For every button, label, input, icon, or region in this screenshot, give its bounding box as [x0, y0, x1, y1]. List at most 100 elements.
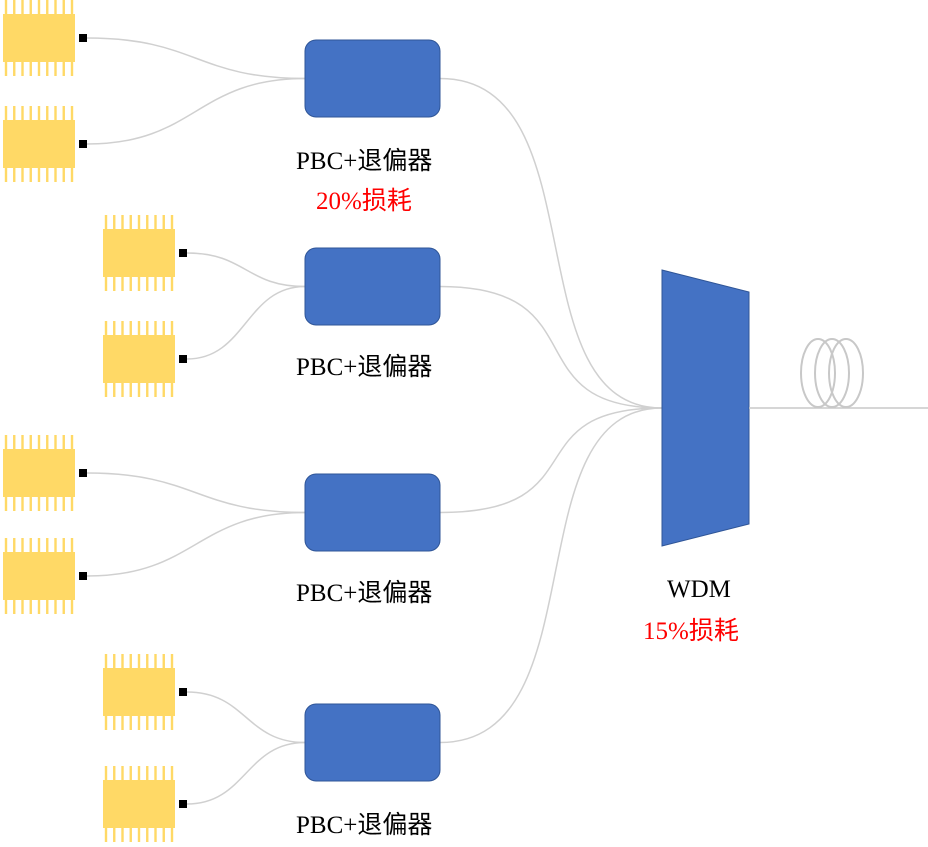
- laser-pin: [13, 60, 16, 76]
- laser-pin: [46, 598, 49, 614]
- laser-pin: [37, 60, 41, 76]
- laser-pin: [70, 435, 74, 451]
- laser-pin: [54, 598, 57, 614]
- laser-pin: [13, 106, 16, 122]
- fiber-line: [186, 252, 306, 288]
- fiber-line: [86, 37, 306, 80]
- laser-pin: [162, 826, 165, 842]
- laser-pin: [46, 166, 49, 182]
- pbc-label-3: PBC+退偏器: [296, 580, 433, 607]
- laser-pin: [170, 321, 174, 337]
- laser-pin: [154, 766, 157, 782]
- fiber-coil-icon: [800, 338, 864, 408]
- laser-pin: [4, 60, 8, 76]
- laser-pin: [137, 826, 141, 842]
- laser-pin: [162, 714, 165, 730]
- laser-pin: [4, 598, 8, 614]
- laser-pin: [104, 275, 108, 291]
- laser-pin: [129, 654, 132, 670]
- laser-pin: [170, 766, 174, 782]
- laser-pin: [46, 495, 49, 511]
- laser-pin: [54, 166, 57, 182]
- laser-pin: [37, 495, 41, 511]
- laser-pin: [137, 654, 141, 670]
- laser-connector: [79, 140, 87, 148]
- laser-pin: [54, 0, 57, 16]
- laser-chip-icon: [103, 766, 187, 842]
- laser-body: [103, 229, 175, 277]
- laser-pin: [162, 381, 165, 397]
- laser-pin: [62, 0, 65, 16]
- laser-pin: [162, 654, 165, 670]
- laser-pin: [104, 714, 108, 730]
- laser-pin: [29, 0, 32, 16]
- laser-pin: [162, 766, 165, 782]
- laser-pin: [21, 60, 24, 76]
- laser-pin: [129, 215, 132, 231]
- laser-body: [3, 120, 75, 168]
- laser-pin: [146, 766, 149, 782]
- laser-pin: [104, 321, 108, 337]
- laser-pin: [54, 435, 57, 451]
- laser-body: [103, 668, 175, 716]
- laser-pin: [129, 321, 132, 337]
- laser-pin: [129, 766, 132, 782]
- laser-pin: [146, 275, 149, 291]
- laser-body: [103, 335, 175, 383]
- laser-pin: [146, 381, 149, 397]
- laser-pin: [154, 275, 157, 291]
- laser-pin: [137, 321, 141, 337]
- laser-pin: [121, 275, 124, 291]
- wdm-loss-label: 15%损耗: [643, 618, 739, 645]
- laser-pin: [37, 106, 41, 122]
- laser-body: [3, 449, 75, 497]
- laser-pin: [54, 106, 57, 122]
- pbc-box: [304, 703, 441, 782]
- laser-chip-icon: [3, 106, 87, 182]
- pbc-box: [304, 247, 441, 326]
- laser-pin: [21, 166, 24, 182]
- laser-connector: [79, 469, 87, 477]
- fiber-line: [186, 741, 306, 805]
- laser-pin: [21, 0, 24, 16]
- laser-pin: [70, 166, 74, 182]
- laser-pin: [146, 321, 149, 337]
- laser-pin: [37, 538, 41, 554]
- laser-pin: [29, 106, 32, 122]
- laser-pin: [170, 654, 174, 670]
- laser-pin: [13, 538, 16, 554]
- laser-connector: [179, 355, 187, 363]
- laser-pin: [46, 0, 49, 16]
- laser-pin: [62, 598, 65, 614]
- laser-pin: [129, 826, 132, 842]
- laser-pin: [113, 381, 116, 397]
- laser-pin: [137, 275, 141, 291]
- laser-pin: [13, 0, 16, 16]
- laser-pin: [54, 60, 57, 76]
- laser-pin: [113, 826, 116, 842]
- laser-pin: [162, 321, 165, 337]
- laser-pin: [62, 60, 65, 76]
- laser-pin: [121, 381, 124, 397]
- laser-pin: [46, 538, 49, 554]
- laser-pin: [146, 826, 149, 842]
- laser-pin: [70, 538, 74, 554]
- laser-pin: [137, 215, 141, 231]
- laser-pin: [13, 435, 16, 451]
- laser-chip-icon: [103, 654, 187, 730]
- laser-pin: [154, 826, 157, 842]
- laser-connector: [179, 688, 187, 696]
- laser-pin: [121, 215, 124, 231]
- laser-pin: [104, 766, 108, 782]
- laser-pin: [62, 435, 65, 451]
- laser-chip-icon: [3, 538, 87, 614]
- laser-pin: [121, 321, 124, 337]
- laser-pin: [62, 106, 65, 122]
- laser-pin: [113, 654, 116, 670]
- laser-connector: [179, 249, 187, 257]
- pbc-boxes: [304, 39, 441, 782]
- fiber-line: [439, 407, 663, 744]
- laser-pin: [46, 60, 49, 76]
- laser-connector: [179, 800, 187, 808]
- laser-chip-icon: [3, 435, 87, 511]
